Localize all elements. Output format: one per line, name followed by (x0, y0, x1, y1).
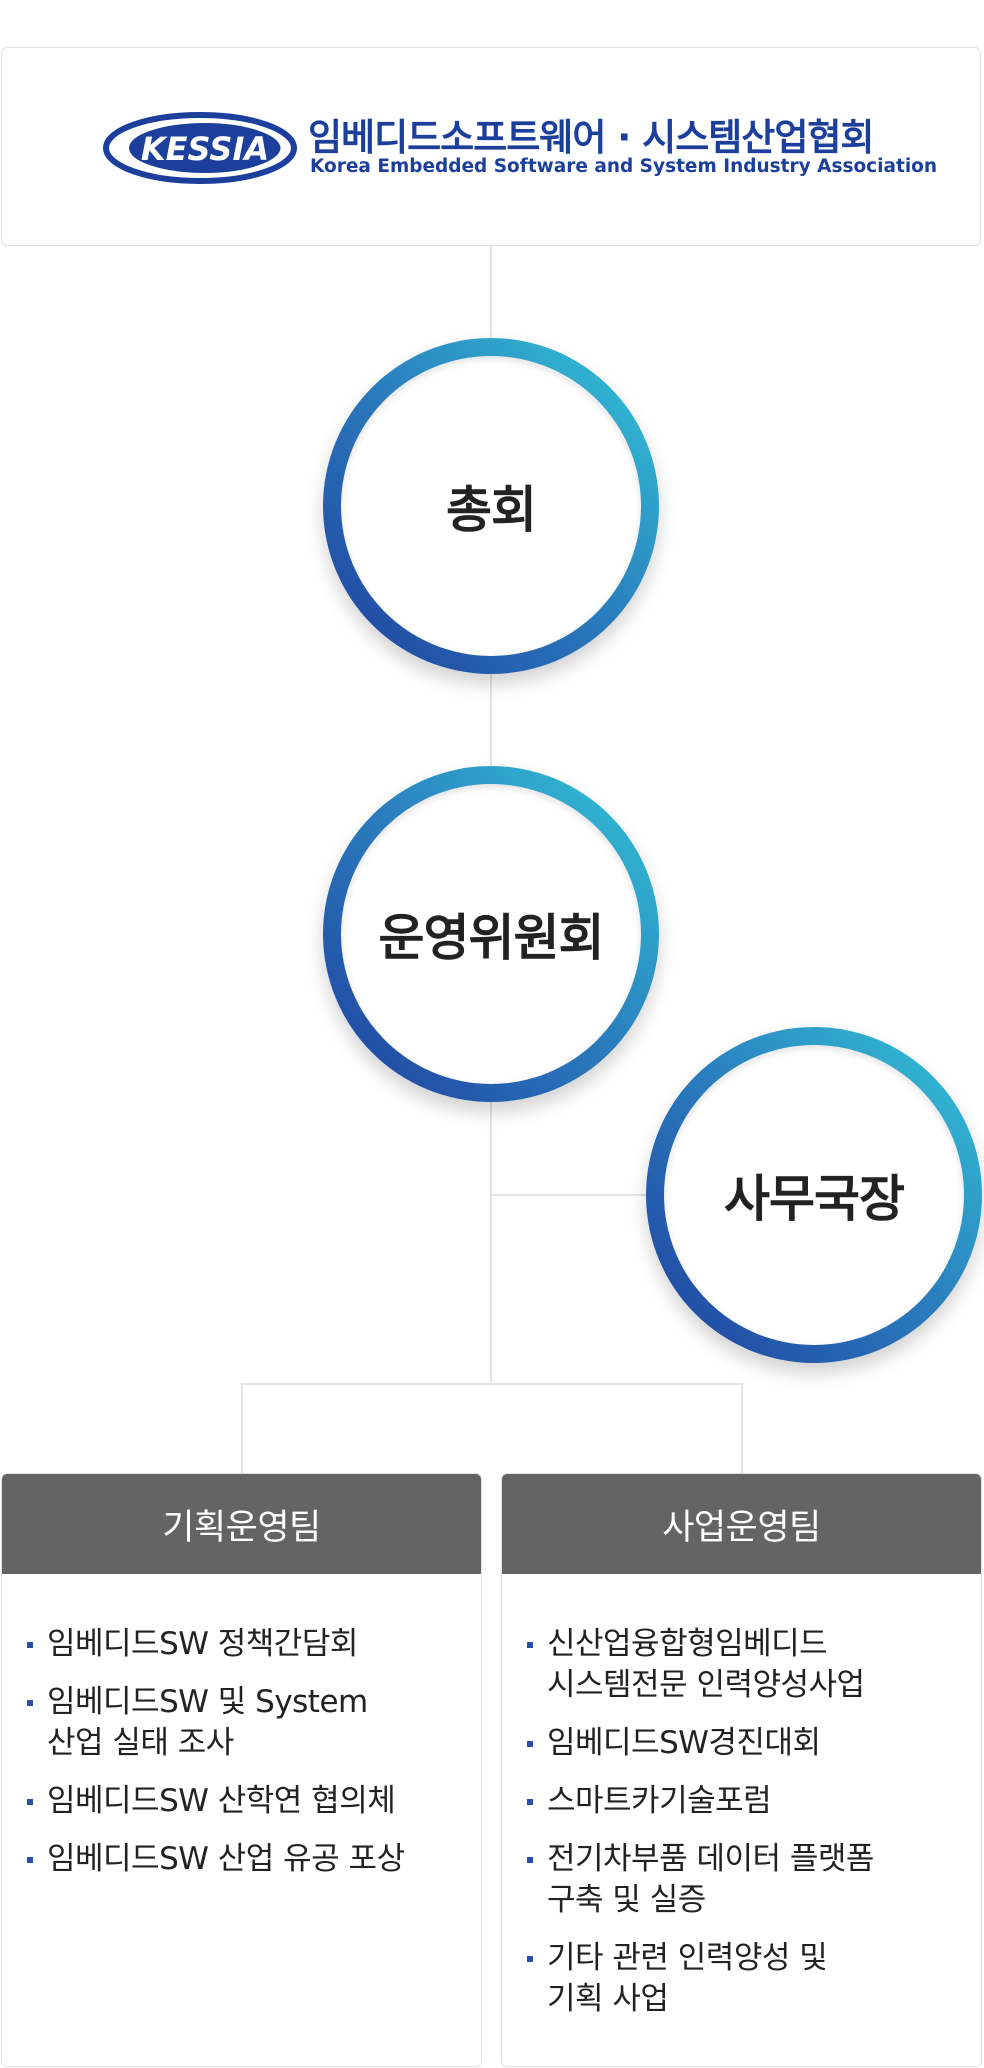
team-title: 사업운영팀 (502, 1474, 981, 1574)
list-item: 스마트카기술포럼 (527, 1781, 981, 1822)
team-task-list: 신산업융합형임베디드 시스템전문 인력양성사업 임베디드SW경진대회 스마트카기… (502, 1574, 981, 2020)
node-general-assembly: 총회 (323, 338, 659, 674)
organization-name-korean: 임베디드소프트웨어 · 시스템산업협회 (308, 116, 874, 159)
kessia-logo-text: KESSIA (141, 130, 269, 168)
connector-to-secretary (490, 1194, 647, 1196)
list-item: 임베디드SW경진대회 (527, 1723, 981, 1764)
organization-name-english: Korea Embedded Software and System Indus… (310, 156, 938, 177)
bullet-icon (527, 1642, 533, 1648)
node-label: 운영위원회 (378, 909, 605, 967)
node-secretary-general: 사무국장 (646, 1027, 982, 1363)
list-item: 임베디드SW 및 System 산업 실태 조사 (27, 1682, 481, 1764)
team-task-list: 임베디드SW 정책간담회 임베디드SW 및 System 산업 실태 조사 임베… (2, 1574, 481, 1880)
list-item: 전기차부품 데이터 플랫폼 구축 및 실증 (527, 1839, 981, 1921)
node-label: 총회 (446, 481, 537, 539)
node-steering-committee: 운영위원회 (323, 766, 659, 1102)
bullet-icon (527, 1956, 533, 1962)
list-item: 기타 관련 인력양성 및 기획 사업 (527, 1938, 981, 2020)
kessia-logo-emblem: KESSIA (103, 112, 297, 184)
connector-teams-horizontal (241, 1383, 743, 1385)
bullet-icon (27, 1700, 33, 1706)
bullet-icon (27, 1799, 33, 1805)
bullet-icon (27, 1857, 33, 1863)
bullet-icon (527, 1799, 533, 1805)
connector-to-business-team (741, 1383, 743, 1474)
connector-to-planning-team (241, 1383, 243, 1474)
team-title: 기획운영팀 (2, 1474, 481, 1574)
node-label: 사무국장 (724, 1170, 905, 1228)
list-item: 임베디드SW 산업 유공 포상 (27, 1839, 481, 1880)
list-item: 임베디드SW 산학연 협의체 (27, 1781, 481, 1822)
bullet-icon (527, 1741, 533, 1747)
connector-committee-to-teams (490, 1102, 492, 1384)
connector-logo-to-assembly (490, 246, 492, 338)
list-item: 임베디드SW 정책간담회 (27, 1624, 481, 1665)
team-card-business: 사업운영팀 신산업융합형임베디드 시스템전문 인력양성사업 임베디드SW경진대회… (501, 1473, 982, 2067)
bullet-icon (527, 1857, 533, 1863)
bullet-icon (27, 1642, 33, 1648)
team-card-planning: 기획운영팀 임베디드SW 정책간담회 임베디드SW 및 System 산업 실태… (1, 1473, 482, 2067)
list-item: 신산업융합형임베디드 시스템전문 인력양성사업 (527, 1624, 981, 1706)
connector-assembly-to-committee (490, 674, 492, 766)
